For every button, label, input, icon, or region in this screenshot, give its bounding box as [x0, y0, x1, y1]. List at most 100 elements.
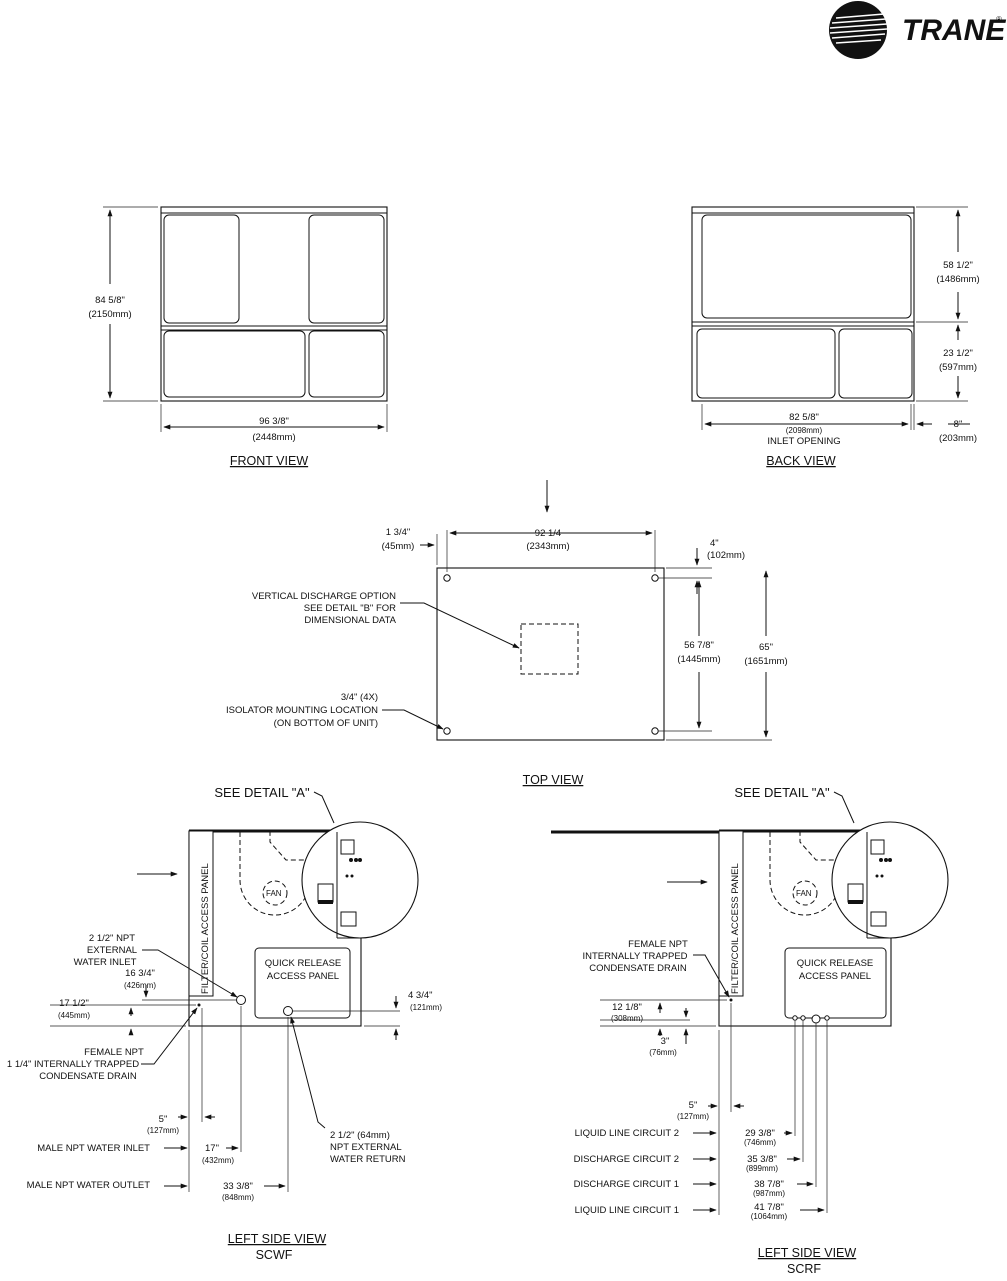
scrf-drain-height-dim: 12 1/8"	[612, 1002, 642, 1013]
front-height-mm: (2150mm)	[88, 309, 131, 320]
scwf-detail-callout: SEE DETAIL "A"	[214, 785, 310, 800]
vertical-discharge-note-1: VERTICAL DISCHARGE OPTION	[252, 591, 396, 602]
scrf-liquid-2-mm: (746mm)	[744, 1138, 776, 1147]
back-upper-mm: (1486mm)	[936, 274, 979, 285]
front-width-mm: (2448mm)	[252, 432, 295, 443]
back-offset-dim: 8"	[954, 419, 963, 430]
back-inlet-dim: 82 5/8"	[789, 412, 819, 423]
scwf-fan-icon	[262, 880, 288, 906]
scrf-liquid-2-label: LIQUID LINE CIRCUIT 2	[575, 1128, 679, 1139]
scwf-drain-label-1: FEMALE NPT	[84, 1047, 144, 1058]
scrf-model: SCRF	[787, 1262, 821, 1276]
brand-trademark: ®	[996, 15, 1002, 24]
isolator-note-1: 3/4" (4X)	[341, 692, 378, 703]
scwf-water-inlet-connection	[236, 995, 246, 1005]
scwf-return-height-dim: 4 3/4"	[408, 990, 433, 1001]
scrf-liquid-1-label: LIQUID LINE CIRCUIT 1	[575, 1205, 679, 1216]
isolator-hole	[651, 574, 659, 582]
scwf-inlet-offset-mm: (432mm)	[202, 1156, 234, 1165]
back-inlet-label: INLET OPENING	[767, 436, 840, 447]
front-view-caption: FRONT VIEW	[230, 454, 308, 468]
top-hole-span-dim: 56 7/8"	[684, 640, 714, 651]
scrf-discharge-2-connection	[800, 1015, 806, 1021]
scwf-fan-label: FAN	[266, 889, 282, 898]
scrf-drain-offset-dim: 5"	[689, 1100, 698, 1111]
scrf-drain-label-2: INTERNALLY TRAPPED	[582, 951, 687, 962]
top-hole-span-mm: (1445mm)	[677, 654, 720, 665]
scwf-return-label-2: NPT EXTERNAL	[330, 1142, 402, 1153]
scrf-drain-offset-mm: (127mm)	[677, 1112, 709, 1121]
scwf-inlet-height-dim: 16 3/4"	[125, 968, 155, 979]
scwf-male-outlet-label: MALE NPT WATER OUTLET	[27, 1180, 151, 1191]
top-unit-outline	[436, 567, 665, 741]
scrf-discharge-2-dim: 35 3/8"	[747, 1154, 777, 1165]
brand-name: TRANE	[902, 14, 1006, 47]
left-side-view-scwf: SEE DETAIL "A" FILTER/COIL ACCESS PANEL …	[7, 785, 442, 1262]
scwf-return-label-1: 2 1/2" (64mm)	[330, 1130, 390, 1141]
scrf-discharge-1-connection	[811, 1014, 821, 1024]
scrf-drain-connection	[729, 998, 733, 1002]
top-span-mm: (2343mm)	[526, 541, 569, 552]
back-inlet-mm: (2098mm)	[786, 426, 823, 435]
top-edge-mm: (45mm)	[382, 541, 415, 552]
scrf-qr-label-2: ACCESS PANEL	[799, 971, 871, 982]
scwf-return-height-mm: (121mm)	[410, 1003, 442, 1012]
vertical-discharge-outline	[520, 623, 579, 675]
scwf-drain-height-dim: 17 1/2"	[59, 998, 89, 1009]
back-panel-lower-left	[696, 328, 836, 399]
left-side-view-scrf: SEE DETAIL "A" FILTER/COIL ACCESS PANEL …	[551, 785, 949, 1276]
scwf-detail-a-circle	[301, 821, 419, 939]
scwf-drain-connection	[197, 1003, 201, 1007]
scwf-inlet-label-3: WATER INLET	[74, 957, 137, 968]
scrf-detail-callout: SEE DETAIL "A"	[734, 785, 830, 800]
scwf-water-return-connection	[283, 1006, 293, 1016]
scwf-drain-label-2: 1 1/4" INTERNALLY TRAPPED	[7, 1059, 139, 1070]
top-corner-dim: 4"	[710, 538, 719, 549]
scrf-filter-panel-label: FILTER/COIL ACCESS PANEL	[730, 863, 741, 994]
isolator-hole	[443, 727, 451, 735]
scrf-qr-label-1: QUICK RELEASE	[797, 958, 874, 969]
scwf-drain-offset-mm: (127mm)	[147, 1126, 179, 1135]
scrf-filter-panel	[718, 830, 744, 997]
scrf-discharge-1-label: DISCHARGE CIRCUIT 1	[574, 1179, 679, 1190]
front-panel-lower-right	[308, 330, 385, 398]
scwf-drain-label-3: CONDENSATE DRAIN	[39, 1071, 137, 1082]
scwf-qr-label-1: QUICK RELEASE	[265, 958, 342, 969]
scrf-discharge-2-label: DISCHARGE CIRCUIT 2	[574, 1154, 679, 1165]
back-panel-upper	[701, 214, 912, 319]
scwf-return-label-3: WATER RETURN	[330, 1154, 406, 1165]
top-corner-mm: (102mm)	[707, 550, 745, 561]
back-view-caption: BACK VIEW	[766, 454, 836, 468]
back-lower-mm: (597mm)	[939, 362, 977, 373]
top-depth-mm: (1651mm)	[744, 656, 787, 667]
top-view-caption: TOP VIEW	[523, 773, 584, 787]
scrf-drain-label-3: CONDENSATE DRAIN	[589, 963, 687, 974]
scwf-model: SCWF	[256, 1248, 293, 1262]
back-view: 58 1/2" (1486mm) 23 1/2" (597mm) 82 5/8"…	[691, 206, 980, 468]
front-panel-upper-right	[308, 214, 385, 324]
scrf-liquid-1-dim: 41 7/8"	[754, 1202, 784, 1213]
scwf-quick-release-panel	[254, 947, 351, 1019]
scwf-filter-panel-label: FILTER/COIL ACCESS PANEL	[200, 863, 211, 994]
scrf-discharge-1-dim: 38 7/8"	[754, 1179, 784, 1190]
scwf-outlet-offset-dim: 33 3/8"	[223, 1181, 253, 1192]
scwf-inlet-height-mm: (426mm)	[124, 981, 156, 990]
scrf-caption: LEFT SIDE VIEW	[758, 1246, 857, 1260]
scrf-liquid-2-dim: 29 3/8"	[745, 1128, 775, 1139]
scrf-drain-depth-mm: (76mm)	[649, 1048, 677, 1057]
back-upper-dim: 58 1/2"	[943, 260, 973, 271]
scrf-drain-depth-dim: 3"	[661, 1036, 670, 1047]
scrf-liquid-line-1-connection	[824, 1015, 830, 1021]
isolator-hole	[443, 574, 451, 582]
trane-logo: TRANE ®	[829, 1, 1006, 59]
scwf-qr-label-2: ACCESS PANEL	[267, 971, 339, 982]
scwf-drain-offset-dim: 5"	[159, 1114, 168, 1125]
scwf-drain-height-mm: (445mm)	[58, 1011, 90, 1020]
vertical-discharge-note-3: DIMENSIONAL DATA	[304, 615, 396, 626]
vertical-discharge-note-2: SEE DETAIL "B" FOR	[304, 603, 396, 614]
scwf-inlet-label-1: 2 1/2" NPT	[89, 933, 135, 944]
isolator-hole	[651, 727, 659, 735]
scrf-detail-a-circle	[831, 821, 949, 939]
